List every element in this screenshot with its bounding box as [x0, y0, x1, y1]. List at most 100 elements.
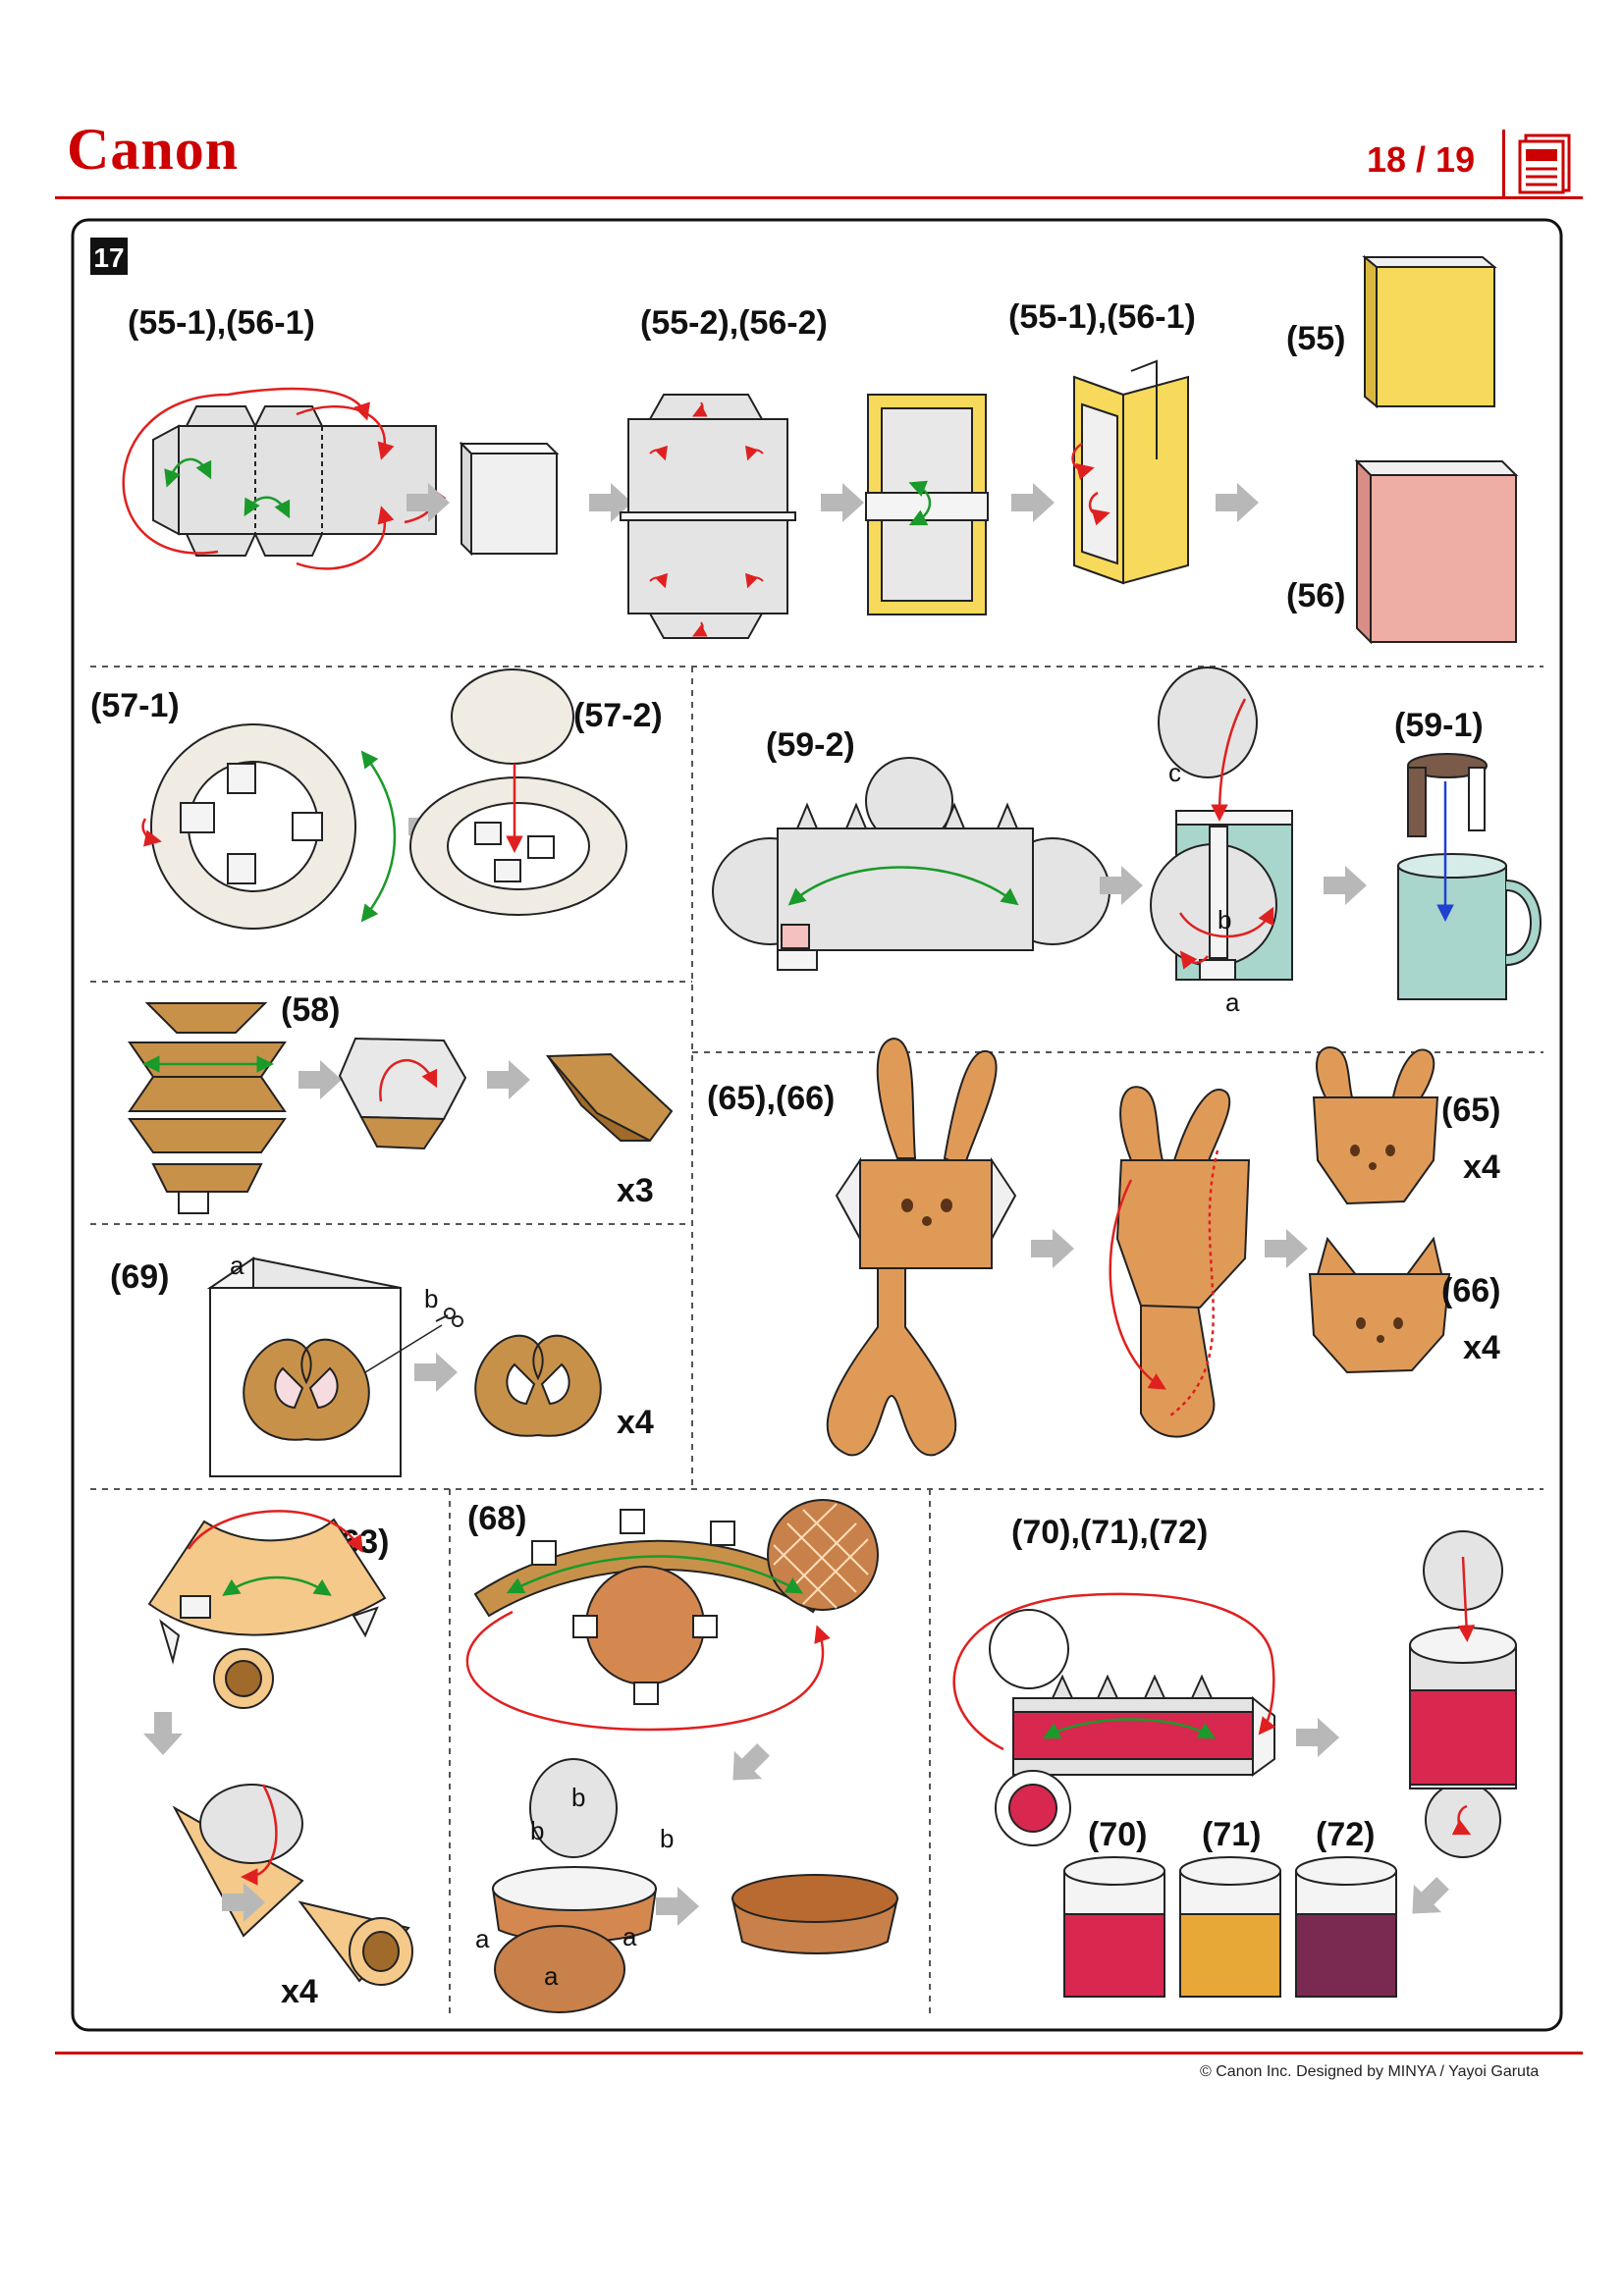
book-page-net	[620, 394, 796, 639]
fold-arrow	[1088, 491, 1110, 526]
fold-arrow	[465, 1610, 831, 1732]
fold-arrow	[1109, 1179, 1166, 1390]
label-69-x4: x4	[617, 1404, 654, 1441]
fold-arrow	[379, 1059, 438, 1102]
label-69: (69)	[110, 1258, 169, 1296]
label-56: (56)	[1286, 577, 1345, 614]
label-68-b3: b	[660, 1824, 674, 1853]
label-59-2: (59-2)	[766, 726, 855, 764]
cone-bottom	[213, 1648, 274, 1709]
fold-arrow	[360, 750, 397, 923]
label-69-a: a	[230, 1251, 244, 1280]
fold-arrow	[787, 866, 1019, 906]
fold-arrow	[1211, 698, 1247, 822]
label-65: (65)	[1441, 1092, 1500, 1129]
croissant-folding	[338, 1037, 467, 1150]
book-cover-net	[152, 405, 437, 557]
label-68-a3: a	[623, 1922, 637, 1951]
footer-rule	[55, 2052, 1583, 2055]
rabbit-head-65	[1312, 1046, 1439, 1205]
book-board-yellow	[865, 394, 989, 615]
label-59-a: a	[1225, 988, 1240, 1017]
label-55-1-56-1: (55-1),(56-1)	[128, 304, 315, 342]
label-66: (66)	[1441, 1272, 1500, 1309]
pretzel-cut	[474, 1334, 602, 1437]
instruction-panel: 17 (55-1),(56-1) (55-2),(56-2)	[71, 218, 1563, 2032]
section-dividers	[90, 666, 1543, 2014]
canon-logo: Canon	[67, 117, 240, 182]
pie-done	[731, 1874, 899, 1954]
label-65-66: (65),(66)	[707, 1080, 835, 1117]
fold-arrow	[952, 1592, 1276, 1751]
pink-book	[1354, 458, 1519, 645]
book-assembly	[1073, 359, 1189, 585]
label-59-c: c	[1168, 758, 1181, 787]
label-55-2-56-2: (55-2),(56-2)	[640, 304, 828, 342]
jar-72	[1295, 1856, 1397, 1998]
label-68: (68)	[467, 1500, 526, 1537]
cat-head-66	[1308, 1236, 1451, 1374]
rabbit-head-65-face	[1350, 1145, 1395, 1170]
page-document-icon[interactable]	[1518, 133, 1573, 199]
rabbit-folding	[1115, 1086, 1251, 1438]
header-rule	[55, 196, 1583, 199]
fold-arrow	[244, 496, 291, 519]
fold-arrow	[1071, 442, 1095, 481]
pretzel-printed	[243, 1338, 370, 1441]
pie-assembly	[491, 1758, 658, 2013]
book-cover-folded	[459, 441, 560, 557]
fold-arrow	[908, 480, 932, 526]
rabbit-net	[826, 1037, 1017, 1457]
fold-arrow	[296, 405, 395, 460]
fold-arrow	[1178, 906, 1274, 938]
label-70: (70)	[1088, 1816, 1147, 1853]
label-68-a2: a	[544, 1961, 559, 1991]
cut-line	[364, 1324, 443, 1373]
header-divider	[1502, 130, 1505, 198]
yellow-book	[1362, 254, 1497, 409]
label-70-71-72: (70),(71),(72)	[1011, 1514, 1208, 1551]
rabbit-face	[901, 1199, 952, 1226]
label-68-b2: b	[571, 1783, 585, 1812]
step-badge	[90, 238, 128, 275]
fold-arrow	[1179, 950, 1209, 970]
fold-arrow	[1457, 1556, 1476, 1642]
fold-arrow	[1169, 1149, 1219, 1416]
fold-arrow	[122, 387, 370, 555]
label-55-1-56-1-b: (55-1),(56-1)	[1008, 298, 1196, 336]
label-59-b: b	[1218, 905, 1231, 934]
fold-arrow	[506, 1555, 804, 1594]
label-65-x4: x4	[1463, 1148, 1500, 1186]
label-63-x4: x4	[281, 1973, 318, 2010]
small-fold-arrows	[649, 401, 764, 637]
label-68-b1: b	[530, 1816, 544, 1845]
fold-arrow	[296, 506, 395, 570]
label-69-b: b	[424, 1284, 438, 1313]
cone-done	[298, 1900, 413, 1986]
fold-arrow	[241, 1784, 278, 1886]
copyright-text: © Canon Inc. Designed by MINYA / Yayoi G…	[1200, 2063, 1540, 2080]
label-59-1: (59-1)	[1394, 707, 1484, 744]
scissors-icon	[435, 1308, 463, 1327]
label-68-a1: a	[475, 1924, 490, 1953]
page-number: 18 / 19	[1367, 139, 1476, 180]
label-58-x3: x3	[617, 1172, 654, 1209]
ring-piece	[150, 723, 356, 930]
fold-arrow	[141, 818, 162, 847]
fold-arrow	[164, 457, 212, 488]
fold-arrow	[187, 1510, 363, 1553]
label-66-x4: x4	[1463, 1329, 1500, 1366]
croissant-done	[545, 1052, 674, 1143]
jar-71	[1179, 1856, 1281, 1998]
label-71: (71)	[1202, 1816, 1261, 1853]
label-58: (58)	[281, 991, 340, 1029]
jar-70	[1063, 1856, 1165, 1998]
fold-arrow	[1451, 1804, 1472, 1836]
fold-arrow	[1042, 1718, 1217, 1739]
label-55: (55)	[1286, 320, 1345, 357]
label-57-1: (57-1)	[90, 687, 180, 724]
fold-arrow	[222, 1575, 332, 1596]
cat-head-66-face	[1356, 1317, 1403, 1343]
label-57-2: (57-2)	[573, 697, 663, 734]
label-72: (72)	[1316, 1816, 1375, 1853]
